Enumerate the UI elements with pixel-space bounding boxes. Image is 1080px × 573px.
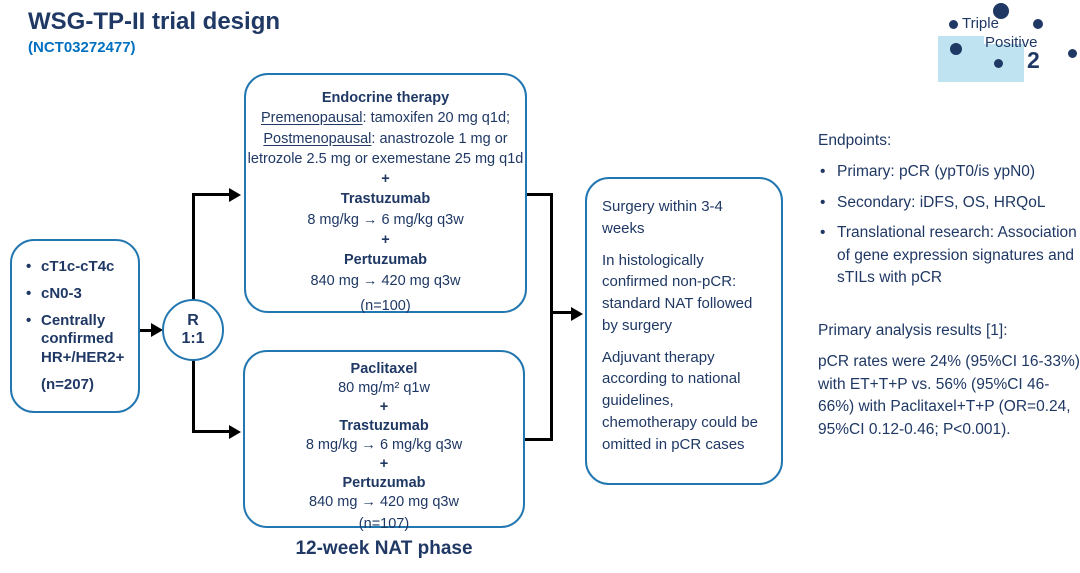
endpoint-item: Translational research: Association of g… — [818, 222, 1080, 289]
surgery-text: Adjuvant therapy according to national g… — [602, 348, 758, 453]
endpoints-heading: Endpoints: — [818, 132, 892, 149]
logo-word-triple: Triple — [962, 15, 999, 32]
flow-line — [525, 438, 553, 441]
flow-line — [191, 193, 195, 300]
arm-count: (n=100) — [360, 297, 411, 314]
drug-name: Trastuzumab — [339, 417, 429, 434]
postmenopausal-label: Postmenopausal — [263, 130, 372, 147]
flow-line — [550, 193, 553, 441]
endocrine-arm-box: Endocrine therapy Premenopausal: tamoxif… — [244, 73, 527, 314]
nat-phase-label: 12-week NAT phase — [295, 538, 473, 559]
trial-registration-id: (NCT03272477) — [28, 39, 136, 56]
surgery-text: In histologically confirmed non-pCR: sta… — [602, 251, 753, 334]
plus-sign: + — [381, 232, 390, 249]
eligibility-criterion: cT1c-cT4c — [24, 258, 130, 277]
logo-dot — [1068, 49, 1077, 58]
arm-count: (n=107) — [358, 515, 410, 532]
drug-name: Trastuzumab — [340, 191, 431, 208]
randomization-letter: R — [187, 311, 199, 329]
randomization-node: R 1:1 — [162, 299, 224, 361]
arrowhead-icon — [229, 424, 241, 439]
plus-sign: + — [379, 455, 389, 472]
flow-line — [550, 311, 572, 314]
arm-title: Endocrine therapy — [321, 90, 450, 106]
drug-name: Pertuzumab — [342, 474, 426, 491]
drug-name: Paclitaxel — [350, 361, 418, 377]
eligibility-criteria-list: cT1c-cT4c cN0-3 Centrally confirmed HR+/… — [24, 258, 130, 368]
endocrine-regimen-text: Premenopausal: tamoxifen 20 mg q1d; Post… — [247, 110, 524, 167]
flow-line — [191, 193, 230, 196]
endpoints-section: Endpoints: Primary: pCR (ypT0/is ypN0) S… — [818, 130, 1080, 298]
drug-dose: 8 mg/kg → 6 mg/kg q3w — [305, 436, 463, 453]
eligibility-box: cT1c-cT4c cN0-3 Centrally confirmed HR+/… — [10, 239, 140, 413]
arrowhead-icon — [151, 323, 163, 337]
arrowhead-icon — [229, 187, 241, 202]
flow-line — [527, 193, 553, 196]
premenopausal-label: Premenopausal — [260, 110, 363, 127]
flow-line — [191, 430, 230, 433]
results-heading: Primary analysis results [1]: — [818, 322, 1008, 339]
surgery-box: Surgery within 3-4 weeks In histological… — [585, 177, 783, 485]
eligibility-criterion: cN0-3 — [24, 285, 130, 304]
results-text: pCR rates were 24% (95%CI 16-33%) with E… — [818, 353, 1080, 438]
logo-dot — [1033, 19, 1043, 29]
page-title: WSG-TP-II trial design — [28, 8, 281, 35]
plus-sign: + — [381, 171, 390, 188]
eligibility-criterion: Centrally confirmed HR+/HER2+ — [24, 312, 130, 368]
endpoint-item: Primary: pCR (ypT0/is ypN0) — [818, 161, 1080, 184]
logo-word-positive: Positive — [985, 34, 1038, 51]
drug-dose: 840 mg → 420 mg q3w — [309, 493, 459, 510]
drug-dose: 8 mg/kg → 6 mg/kg q3w — [307, 211, 464, 228]
flow-line — [191, 360, 195, 433]
drug-name: Pertuzumab — [344, 252, 427, 269]
arrowhead-icon — [571, 306, 583, 321]
surgery-text: Surgery within 3-4 weeks — [602, 198, 723, 237]
drug-dose: 80 mg/m² q1w — [338, 379, 430, 396]
logo-shape — [938, 36, 984, 82]
endpoint-item: Secondary: iDFS, OS, HRQoL — [818, 192, 1080, 215]
logo-number: 2 — [1027, 47, 1040, 73]
paclitaxel-arm-box: Paclitaxel 80 mg/m² q1w + Trastuzumab 8 … — [243, 350, 525, 532]
logo-dot — [950, 43, 962, 55]
logo-shape — [984, 44, 1024, 82]
logo-dot — [993, 3, 1009, 19]
randomization-ratio: 1:1 — [181, 330, 205, 347]
endpoints-list: Primary: pCR (ypT0/is ypN0) Secondary: i… — [818, 161, 1080, 289]
drug-dose: 840 mg → 420 mg q3w — [310, 272, 461, 289]
logo-dot — [949, 20, 958, 29]
flow-line — [140, 328, 153, 332]
logo-dot — [994, 59, 1003, 68]
plus-sign: + — [379, 398, 389, 415]
enrollment-count: (n=207) — [41, 375, 94, 393]
results-section: Primary analysis results [1]: pCR rates … — [818, 320, 1080, 441]
